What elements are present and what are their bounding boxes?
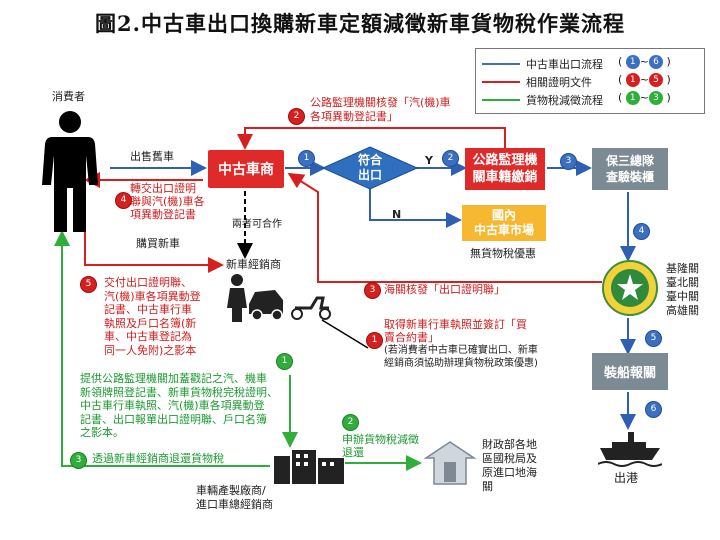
legend-line-green xyxy=(482,99,520,101)
legend-item-docs: 相關證明文件 ( 1~5 ) xyxy=(476,73,704,91)
green-step-2: 2 xyxy=(342,414,359,431)
legend-end: 3 xyxy=(649,91,664,105)
consumer-label: 消費者 xyxy=(52,90,85,103)
dmv-cancel-box: 公路監理機 關車籍繳銷 xyxy=(465,148,545,190)
buy-new-car-label: 購買新車 xyxy=(136,237,180,250)
refund-label: 透過新車經銷商退還貨物稅 xyxy=(92,452,224,465)
shipping-declaration-box: 裝船報關 xyxy=(592,353,668,390)
red-step-2: 2 xyxy=(288,108,305,125)
red-step-5: 5 xyxy=(80,276,97,293)
legend-start: 1 xyxy=(625,73,640,87)
customs-office-taipei: 臺北關 xyxy=(666,276,699,289)
green-step-1: 1 xyxy=(276,353,293,370)
dmv-issue-label: 公路監理機關核發「汽(機)車 各項異動登記書」 xyxy=(310,96,451,123)
domestic-market-box: 國內 中古車市場 xyxy=(462,205,546,241)
departure-label: 出港 xyxy=(614,471,639,485)
legend-range: ( 1~6 ) xyxy=(618,55,671,69)
blue-step-6: 6 xyxy=(645,401,662,418)
arrow-submit-docs xyxy=(84,226,224,273)
no-label: N xyxy=(392,208,402,221)
blue-step-1: 1 xyxy=(298,150,315,167)
legend-item-tax: 貨物稅減徵流程 ( 1~3 ) xyxy=(476,91,704,109)
used-car-dealer-box: 中古車商 xyxy=(208,150,284,188)
arrow-contract xyxy=(321,319,369,349)
decision-diamond-shape xyxy=(322,146,418,190)
legend-line-blue xyxy=(482,63,520,65)
legend: 中古車出口流程 ( 1~6 ) 相關證明文件 ( 1~5 ) 貨物稅減徵流程 (… xyxy=(475,48,705,114)
transfer-docs-label: 轉交出口證明 聯與汽(機)車各 項異動登記書 xyxy=(130,182,205,221)
red-step-1: 1 xyxy=(366,332,383,349)
legend-end: 6 xyxy=(649,55,664,69)
arrow-dmv-issue xyxy=(237,127,506,150)
sell-old-car-label: 出售舊車 xyxy=(130,150,174,163)
legend-item-export: 中古車出口流程 ( 1~6 ) xyxy=(476,55,704,73)
blue-step-2: 2 xyxy=(442,150,459,167)
consumer-person-icon xyxy=(42,111,98,232)
blue-step-4: 4 xyxy=(633,223,650,240)
customs-emblem-icon xyxy=(602,260,658,316)
page-title: 圖2.中古車出口換購新車定額減徵新車貨物稅作業流程 xyxy=(95,11,625,36)
customs-issue-label: 海關核發「出口證明聯」 xyxy=(384,283,505,296)
provide-docs-label: 提供公路監理機關加蓋戳記之汽、機車 新領牌照登記書、新車貨物稅完稅證明、 中古車… xyxy=(80,372,278,439)
legend-start: 1 xyxy=(625,55,640,69)
contract-label: 取得新車行車執照並簽訂「買 賣合約書」 (若消費者中古車已確實出口、新車 經銷商… xyxy=(384,318,538,369)
new-car-dealer-label: 新車經銷商 xyxy=(226,258,281,271)
legend-range: ( 1~5 ) xyxy=(618,73,671,87)
tax-bureau-emblem-icon xyxy=(424,441,476,485)
police-inspection-box: 保三總隊 查驗裝櫃 xyxy=(592,148,668,190)
arrow-customs-issue xyxy=(287,172,602,283)
legend-range: ( 1~3 ) xyxy=(618,91,671,105)
legend-label: 中古車出口流程 xyxy=(526,58,603,71)
legend-label: 貨物稅減徵流程 xyxy=(526,94,603,107)
legend-label: 相關證明文件 xyxy=(526,76,592,89)
match-decision-label: 符合 出口 xyxy=(357,153,382,182)
submit-docs-label: 交付出口證明聯、 汽(機)車各項異動登 記書、中古車行車 執照及戶口名簿(新 車… xyxy=(104,276,201,357)
customs-office-taichung: 臺中關 xyxy=(666,290,699,303)
legend-end: 5 xyxy=(649,73,664,87)
customs-office-kaohsiung: 高雄關 xyxy=(666,304,699,317)
arrow-refund xyxy=(54,230,270,467)
customs-list: 基隆關 臺北關 臺中關 高雄關 xyxy=(666,262,699,318)
green-step-3: 3 xyxy=(70,452,87,469)
red-step-4: 4 xyxy=(115,192,132,209)
cargo-ship-icon xyxy=(598,432,662,467)
blue-step-5: 5 xyxy=(645,330,662,347)
tax-bureau-label: 財政部各地 區國稅局及 原進口地海 關 xyxy=(482,438,537,493)
cooperate-label: 兩者可合作 xyxy=(232,219,282,230)
red-step-3: 3 xyxy=(364,282,381,299)
apply-reduction-label: 申辦貨物稅減徵 退還 xyxy=(342,433,419,459)
blue-step-3: 3 xyxy=(560,153,577,170)
manufacturer-building-icon xyxy=(274,450,344,484)
no-tax-benefit-label: 無貨物稅優惠 xyxy=(470,247,536,260)
customs-office-keelung: 基隆關 xyxy=(666,262,699,275)
legend-start: 1 xyxy=(625,91,640,105)
dealer-car-scooter-icon xyxy=(227,274,331,322)
arrow-decision-to-market xyxy=(369,188,462,228)
legend-line-red xyxy=(482,81,520,83)
yes-label: Y xyxy=(425,154,433,167)
manufacturer-label: 車輛產製廠商/ 進口車總經銷商 xyxy=(196,484,273,511)
